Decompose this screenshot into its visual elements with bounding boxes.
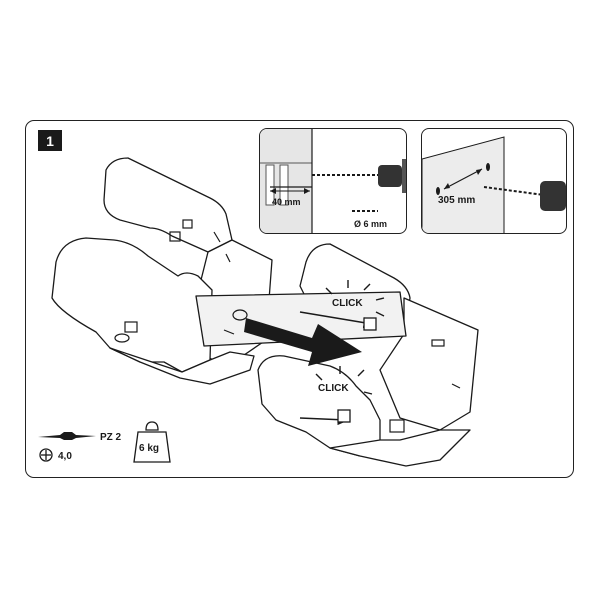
- left-bracket-upper-arm: [103, 157, 233, 253]
- screwdriver-label: PZ 2: [100, 432, 122, 443]
- left-bracket-lower-arm: [51, 237, 213, 373]
- hole-spacing-illustration: [422, 136, 566, 233]
- drill-depth-illustration: [260, 129, 406, 233]
- drill-bit-size-label: Ø 6 mm: [354, 219, 388, 229]
- weight-icon: [133, 421, 171, 463]
- right-bracket-base: [329, 429, 471, 467]
- hole-spacing-inset: 305 mm: [421, 128, 567, 234]
- click-label-lower: CLICK: [318, 383, 349, 394]
- weight-label: 6 kg: [139, 443, 159, 454]
- click-label-upper: CLICK: [332, 298, 363, 309]
- screwdriver-icon: [38, 432, 96, 440]
- click-burst-upper: [325, 280, 385, 317]
- instruction-panel-frame: [25, 120, 574, 478]
- left-bracket-base: [109, 347, 255, 385]
- screw-size-label: 4,0: [58, 451, 72, 462]
- step-number-badge: 1: [38, 130, 62, 151]
- click-burst-lower: [315, 366, 373, 395]
- assembly-direction-arrow: [244, 318, 362, 366]
- right-bracket-lower-arm: [257, 355, 381, 457]
- phillips-screw-icon: [39, 448, 53, 462]
- hole-spacing-label: 305 mm: [438, 195, 476, 206]
- slot-detail: [169, 231, 181, 242]
- drill-depth-inset: 40 mm Ø 6 mm: [259, 128, 407, 234]
- drill-depth-label: 40 mm: [272, 197, 301, 207]
